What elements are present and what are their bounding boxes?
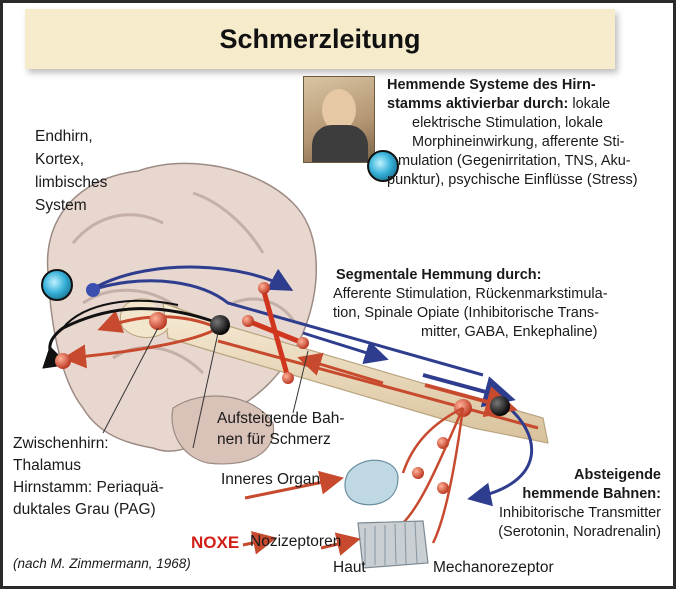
label-aufsteigende-bahnen: Aufsteigende Bah- nen für Schmerz — [217, 408, 345, 450]
skin-tissue — [358, 521, 428, 568]
label-haut: Haut — [333, 557, 366, 578]
text-absteigende-bahnen: Absteigende hemmende Bahnen: Inhibitoris… — [498, 466, 661, 542]
label-nozizeptoren: Nozizeptoren — [250, 531, 341, 552]
text-segmentale-line-3: mitter, GABA, Enkephaline) — [421, 323, 598, 342]
receptor-icon — [41, 269, 73, 301]
label-zwischenhirn: Zwischenhirn: Thalamus Hirnstamm: Periaq… — [13, 433, 164, 521]
title-banner: Schmerzleitung — [25, 9, 615, 69]
source-citation: (nach M. Zimmermann, 1968) — [13, 556, 191, 571]
label-noxe: NOXE — [191, 532, 239, 553]
label-mechanorezeptor: Mechanorezeptor — [433, 557, 554, 578]
diagram-title: Schmerzleitung — [25, 9, 615, 69]
portrait-image — [303, 76, 375, 163]
text-segmentale-lines: Afferente Stimulation, Rückenmarkstimula… — [333, 285, 608, 304]
label-inneres-organ: Inneres Organ — [221, 469, 320, 490]
label-endhirn: Endhirn, Kortex, limbisches System — [35, 125, 107, 217]
text-segmentale-hemmung: Segmentale Hemmung durch: — [336, 266, 541, 285]
inner-organ — [345, 460, 398, 504]
text-segmentale-line-2: tion, Spinale Opiate (Inhibitorische Tra… — [333, 304, 599, 323]
